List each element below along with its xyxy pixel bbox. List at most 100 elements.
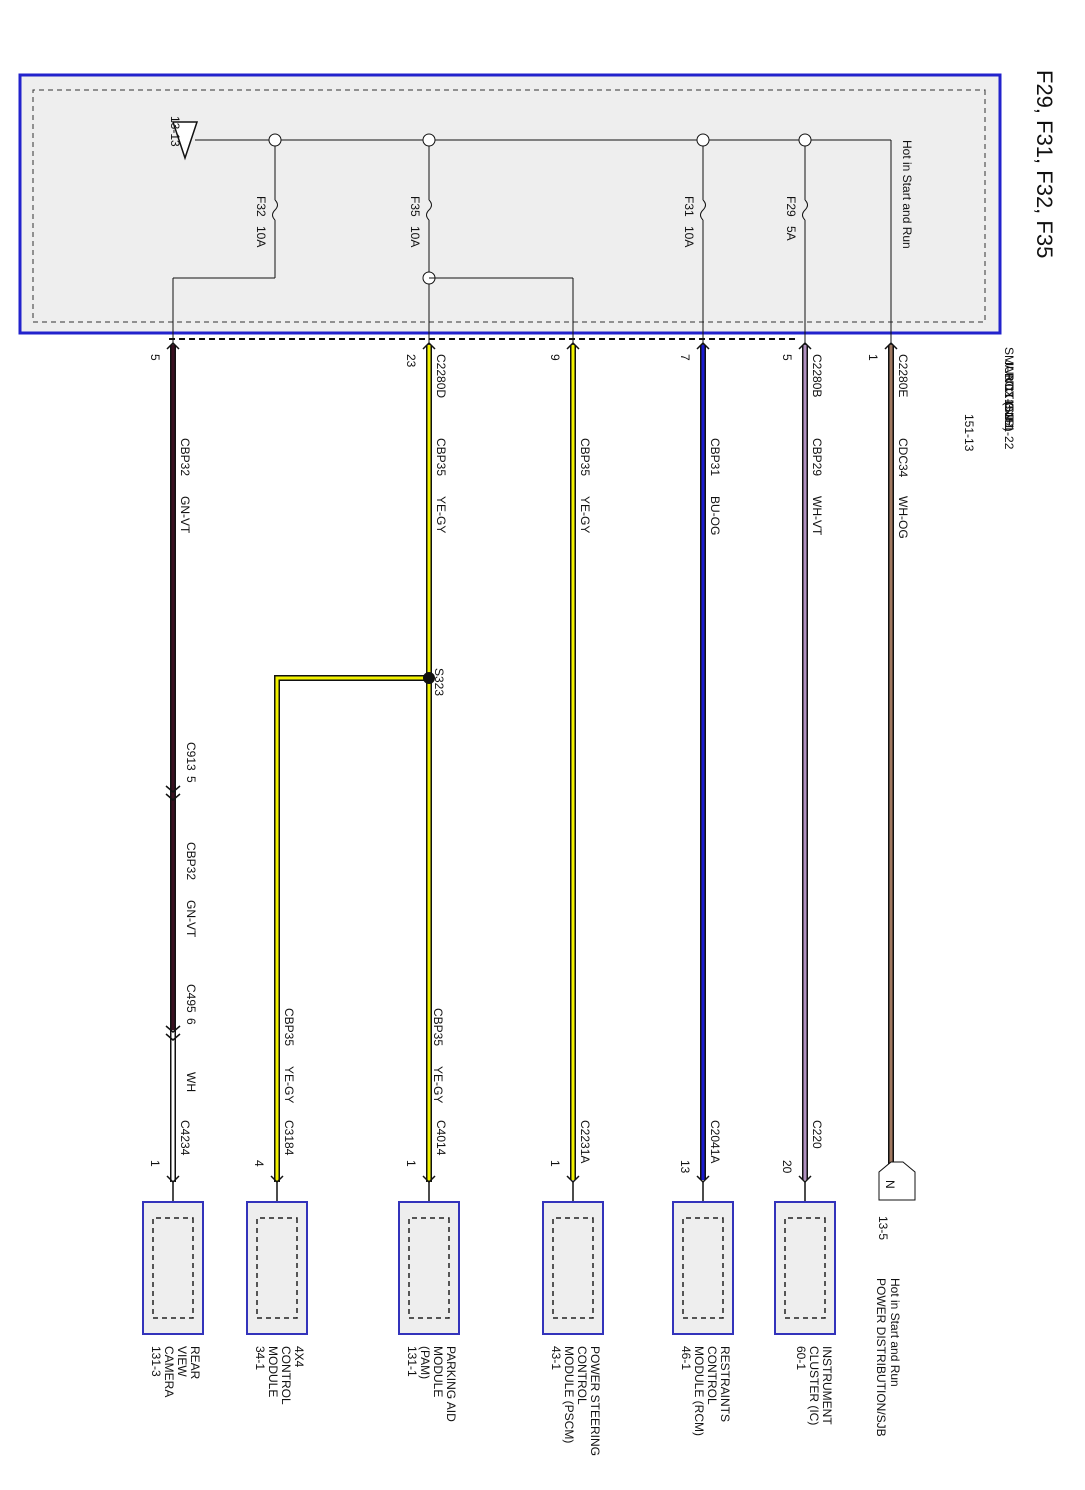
power-distribution-ref: N 13-5 Hot in Start and Run POWER DISTRI… bbox=[874, 1161, 916, 1437]
bus-node bbox=[696, 133, 710, 147]
pdist-arrow-icon bbox=[878, 1161, 916, 1201]
connector-arrow-icon bbox=[798, 341, 812, 350]
module-name-line: 46-1 bbox=[679, 1346, 693, 1370]
fuse-f29-rating: 5A bbox=[784, 226, 798, 241]
inline-connector-c913-pin: 5 bbox=[184, 776, 198, 783]
module-pin: 20 bbox=[780, 1160, 794, 1174]
circuit-color: YE-GY bbox=[434, 496, 448, 533]
sjb-connector: C2280D bbox=[434, 354, 448, 398]
inline-connector-icon bbox=[165, 1033, 181, 1041]
module-name-line: POWER STEERING bbox=[588, 1346, 602, 1456]
sjb-hot-label: Hot in Start and Run bbox=[900, 140, 914, 249]
connector-arrow-icon bbox=[422, 341, 436, 350]
branch2-color: YE-GY bbox=[431, 1066, 445, 1103]
inline-color-wh: WH bbox=[184, 1072, 198, 1092]
bus-node bbox=[798, 133, 812, 147]
module-name-line: MODULE bbox=[266, 1346, 280, 1397]
circuit-color: WH-OG bbox=[896, 496, 910, 539]
sjb-pin: 1 bbox=[866, 354, 880, 361]
branch-wire-outline bbox=[274, 675, 430, 1182]
module-name-line: 34-1 bbox=[253, 1346, 267, 1370]
module-name-line: CONTROL bbox=[575, 1346, 589, 1405]
sjb-connector: C2280E bbox=[896, 354, 910, 397]
branch-circuit: CBP35 bbox=[282, 1008, 296, 1046]
fuse-f31: F31 10A bbox=[682, 140, 706, 345]
module-inner bbox=[784, 1217, 826, 1319]
splice-s323: S323 bbox=[274, 668, 446, 1182]
module-box bbox=[672, 1201, 734, 1335]
sjb-pin: 23 bbox=[404, 354, 418, 368]
fuse-f35-id: F35 bbox=[408, 196, 422, 217]
module-pin: 4 bbox=[252, 1160, 266, 1167]
module-name-line: (PAM) bbox=[418, 1346, 432, 1379]
module-name-line: CONTROL bbox=[705, 1346, 719, 1405]
sjb-box bbox=[18, 73, 1002, 335]
sjb-name-line: 151-22 bbox=[1002, 412, 1016, 450]
module-connector: C4234 bbox=[178, 1120, 192, 1156]
module-pin: 1 bbox=[548, 1160, 562, 1167]
pdist-line: Hot in Start and Run bbox=[888, 1278, 902, 1387]
module-connector: C220 bbox=[810, 1120, 824, 1149]
module-inner bbox=[408, 1217, 450, 1319]
branch2-circuit: CBP35 bbox=[431, 1008, 445, 1046]
circuit-color: GN-VT bbox=[178, 496, 192, 534]
sjb-pin: 5 bbox=[148, 354, 162, 361]
module-name-line: CONTROL bbox=[279, 1346, 293, 1405]
sjb-pin: 7 bbox=[678, 354, 692, 361]
branch-color: YE-GY bbox=[282, 1066, 296, 1103]
sjb-name-line: JUNCTION bbox=[1002, 360, 1016, 421]
sjb-name-line: BOX (SJB) bbox=[1002, 373, 1016, 432]
fuse-f35-rating: 10A bbox=[408, 226, 422, 247]
circuit-id: CDC34 bbox=[896, 438, 910, 478]
inline-connector-c495-pin: 6 bbox=[184, 1018, 198, 1025]
module-box bbox=[398, 1201, 460, 1335]
circuit-id: CBP31 bbox=[708, 438, 722, 476]
module-box bbox=[542, 1201, 604, 1335]
module-name-line: REAR bbox=[188, 1346, 202, 1380]
module-pin: 1 bbox=[148, 1160, 162, 1167]
module-name-line: 131-3 bbox=[149, 1346, 163, 1377]
module-inner bbox=[152, 1217, 194, 1319]
module-name-line: CAMERA bbox=[162, 1346, 176, 1397]
module-name-line: CLUSTER (IC) bbox=[807, 1346, 821, 1425]
module-name-line: PARKING AID bbox=[444, 1346, 458, 1422]
module-pin: 13 bbox=[678, 1160, 692, 1174]
inline-color-gnvt: GN-VT bbox=[184, 900, 198, 938]
sjb-ref-extra: 151-13 bbox=[962, 414, 976, 452]
module-connector: C2231A bbox=[578, 1120, 592, 1163]
fuse-f31-rating: 10A bbox=[682, 226, 696, 247]
module-box bbox=[142, 1201, 204, 1335]
sjb-ground-ref: 13-13 bbox=[168, 116, 182, 147]
circuit-color: BU-OG bbox=[708, 496, 722, 535]
inline-connector-c495: C495 bbox=[184, 984, 198, 1013]
fuse-f32-rating: 10A bbox=[254, 226, 268, 247]
circuit-id: CBP35 bbox=[578, 438, 592, 476]
module-connector: C3184 bbox=[282, 1120, 296, 1156]
module-name-line: 131-1 bbox=[405, 1346, 419, 1377]
module-name-line: INSTRUMENT bbox=[820, 1346, 834, 1425]
inline-connector-icon bbox=[165, 793, 181, 801]
connector-arrow-icon bbox=[166, 341, 180, 350]
module-connector: C4014 bbox=[434, 1120, 448, 1156]
inline-circuit-cbp32: CBP32 bbox=[184, 842, 198, 880]
module-name-line: MODULE (RCM) bbox=[692, 1346, 706, 1436]
circuit-color: WH-VT bbox=[810, 496, 824, 536]
fuse-f35: F35 10A bbox=[408, 140, 574, 345]
pdist-letter: N bbox=[883, 1180, 897, 1189]
module-box bbox=[774, 1201, 836, 1335]
branch-wire bbox=[275, 676, 430, 1182]
